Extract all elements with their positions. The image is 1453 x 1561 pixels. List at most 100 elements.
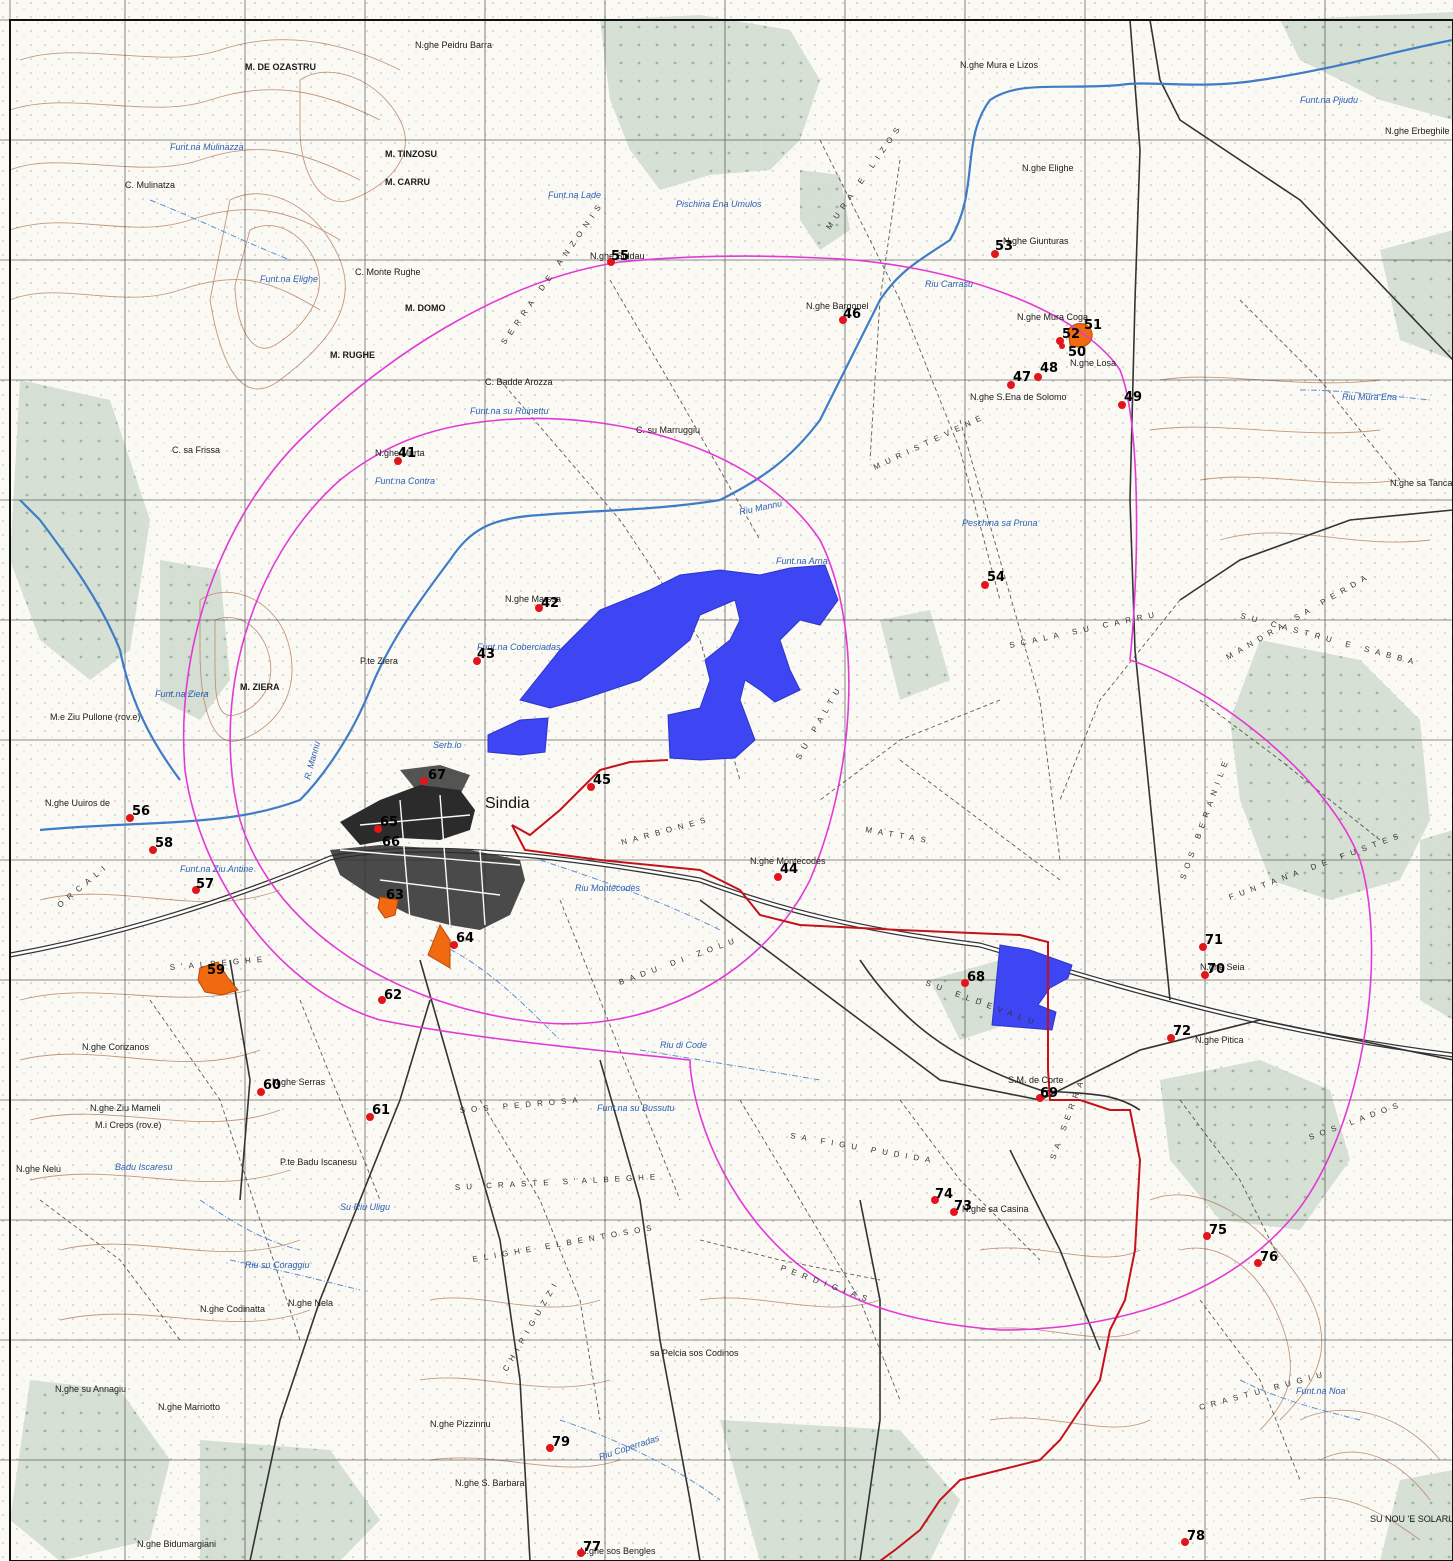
- place-label: M. ZIERA: [240, 682, 280, 692]
- streams: [149, 199, 1431, 1501]
- site-marker-57: 57: [192, 877, 214, 894]
- secondary-roads: [229, 19, 1453, 1561]
- town-built-up: [330, 765, 525, 930]
- site-marker-58: 58: [149, 836, 173, 854]
- site-marker-46: 46: [839, 307, 861, 324]
- site-label-60: 60: [263, 1078, 281, 1093]
- site-label-62: 62: [384, 988, 402, 1003]
- site-label-77: 77: [583, 1540, 601, 1555]
- site-marker-78: 78: [1181, 1529, 1205, 1546]
- orange-area-59: [197, 961, 239, 996]
- place-label: Pischina Ena Umulos: [676, 199, 762, 209]
- site-label-78: 78: [1187, 1529, 1205, 1544]
- place-label: SU NOU 'E SOLARUSS: [1370, 1514, 1453, 1524]
- place-label: Serb.lo: [433, 740, 462, 750]
- site-marker-74: 74: [931, 1187, 953, 1204]
- site-label-53: 53: [995, 239, 1013, 254]
- place-label: N.ghe Marriotto: [158, 1402, 220, 1412]
- orange-area-51: [1067, 323, 1093, 348]
- blue-areas: [487, 564, 1073, 1031]
- site-marker-66: 66: [382, 835, 400, 850]
- site-label-68: 68: [967, 970, 985, 985]
- place-label: N.ghe Bidumargiani: [137, 1539, 216, 1549]
- place-label: Funt.na Mulinazza: [170, 142, 244, 152]
- place-label: M. TINZOSU: [385, 149, 437, 159]
- site-markers: 41 42 43 44 45 46 47 48 49 50 51 52 53 5…: [126, 239, 1278, 1557]
- site-marker-61: 61: [366, 1103, 390, 1121]
- site-marker-48: 48: [1034, 361, 1058, 381]
- place-label: N.ghe Seia: [1200, 962, 1245, 972]
- site-label-67: 67: [428, 768, 446, 783]
- site-label-56: 56: [132, 804, 150, 819]
- place-label: Funt.na Arna: [776, 556, 828, 566]
- buffer-circles: [182, 255, 1373, 1331]
- site-label-76: 76: [1260, 1250, 1278, 1265]
- place-label: N.ghe sa Casina: [962, 1204, 1029, 1214]
- river-label: Riu di Code: [660, 1040, 707, 1050]
- site-label-75: 75: [1209, 1223, 1227, 1238]
- river-label: Su Riu Uligu: [340, 1202, 390, 1212]
- site-label-45: 45: [593, 773, 611, 788]
- site-label-55: 55: [611, 249, 629, 264]
- site-label-54: 54: [987, 570, 1005, 585]
- site-marker-70: 70: [1201, 962, 1225, 979]
- site-marker-79: 79: [546, 1435, 570, 1452]
- place-label: N.ghe Erbeghile: [1385, 126, 1450, 136]
- place-label: N.ghe Marssa: [505, 594, 561, 604]
- site-label-51: 51: [1084, 318, 1102, 333]
- place-label: Funt.na Coberciadas: [477, 642, 561, 652]
- site-marker-69: 69: [1036, 1086, 1058, 1102]
- place-label: N.ghe Elighe: [1022, 163, 1074, 173]
- place-label: N.ghe Ziu Mameli: [90, 1103, 161, 1113]
- buffer-circle-outer: [182, 255, 1373, 1331]
- site-marker-59: 59: [207, 963, 225, 978]
- site-label-48: 48: [1040, 361, 1058, 376]
- site-marker-62: 62: [378, 988, 402, 1004]
- site-marker-67: 67: [420, 768, 446, 785]
- place-label: N.ghe S.Ena de Solomo: [970, 392, 1067, 402]
- site-label-44: 44: [780, 862, 798, 877]
- site-marker-64: 64: [450, 931, 474, 949]
- site-label-70: 70: [1207, 962, 1225, 977]
- site-label-59: 59: [207, 963, 225, 978]
- place-label: P.te Badu Iscanesu: [280, 1157, 357, 1167]
- site-marker-65: 65: [374, 815, 398, 833]
- place-label: N.ghe Giunturas: [1003, 236, 1069, 246]
- buffer-circle-inner: [229, 417, 850, 1025]
- place-label: N.ghe Murta: [375, 448, 425, 458]
- tracks: [39, 139, 1401, 1481]
- place-label: N.ghe Nelu: [16, 1164, 61, 1174]
- place-label: S.M. de Corte: [1008, 1075, 1064, 1085]
- place-label: Funt.na Pjiudu: [1300, 95, 1358, 105]
- place-label: N.ghe Mura e Lizos: [960, 60, 1039, 70]
- place-label: Funt.na Noa: [1296, 1386, 1346, 1396]
- place-label: Funt.na Ziera: [155, 689, 209, 699]
- site-marker-44: 44: [774, 862, 798, 881]
- orange-areas: [197, 323, 1093, 996]
- site-label-74: 74: [935, 1187, 953, 1202]
- cable-route: [511, 759, 1142, 1561]
- site-marker-43: 43: [473, 647, 495, 665]
- river-label: Riu Montecodes: [575, 883, 641, 893]
- place-label: C. sa Frissa: [172, 445, 220, 455]
- site-label-47: 47: [1013, 370, 1031, 385]
- river-label: Riu su Coraggiu: [245, 1260, 310, 1270]
- site-label-73: 73: [954, 1199, 972, 1214]
- place-label: M. DOMO: [405, 303, 446, 313]
- town-street-grid: [339, 794, 521, 926]
- place-label: N.ghe Uuiros de: [45, 798, 110, 808]
- place-label: N.ghe Codinatta: [200, 1304, 265, 1314]
- site-label-50: 50: [1068, 345, 1086, 360]
- place-label: M.i Creos (rov.e): [95, 1120, 161, 1130]
- place-label: N.ghe Siddau: [590, 251, 645, 261]
- site-label-46: 46: [843, 307, 861, 322]
- place-labels: N.ghe Peidru Barra M. DE OZASTRU Funt.na…: [16, 40, 1453, 1556]
- site-marker-41: 41: [394, 446, 416, 465]
- place-label: M. DE OZASTRU: [245, 62, 316, 72]
- place-label: N.ghe Bargonel: [806, 301, 869, 311]
- site-label-72: 72: [1173, 1024, 1191, 1039]
- place-label: P.te Ziera: [360, 656, 398, 666]
- site-label-61: 61: [372, 1103, 390, 1118]
- site-label-69: 69: [1040, 1086, 1058, 1101]
